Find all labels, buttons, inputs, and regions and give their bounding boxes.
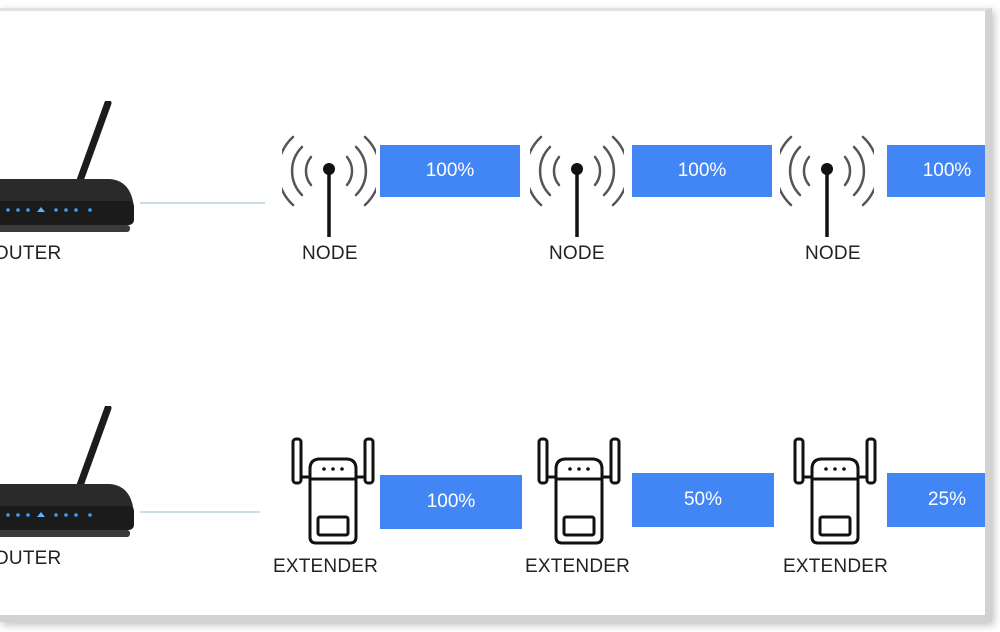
signal-strength-bar: 100% [380,145,520,197]
node-label: NODE [805,243,861,264]
extender-label: EXTENDER [783,556,889,577]
diagram-frame: ROUTER NODE 100% NODE 100% NODE [0,8,992,622]
router-icon [0,101,134,232]
signal-strength-bar: 50% [632,473,774,527]
wifi-extender-icon [291,437,375,545]
router-label: ROUTER [0,243,62,264]
wireless-node-icon [530,135,624,237]
signal-strength-bar: 100% [887,145,985,197]
node-label: NODE [302,243,358,264]
router-label: ROUTER [0,548,62,569]
extender-label: EXTENDER [273,556,379,577]
wireless-node-icon [780,135,874,237]
signal-strength-bar: 100% [632,145,772,197]
router-cable [140,202,265,204]
signal-strength-bar: 25% [887,473,985,527]
router-icon [0,406,134,537]
extender-label: EXTENDER [525,556,631,577]
router-cable [140,511,260,513]
wifi-extender-icon [793,437,877,545]
wireless-node-icon [282,135,376,237]
signal-strength-bar: 100% [380,475,522,529]
wifi-extender-icon [537,437,621,545]
node-label: NODE [549,243,605,264]
